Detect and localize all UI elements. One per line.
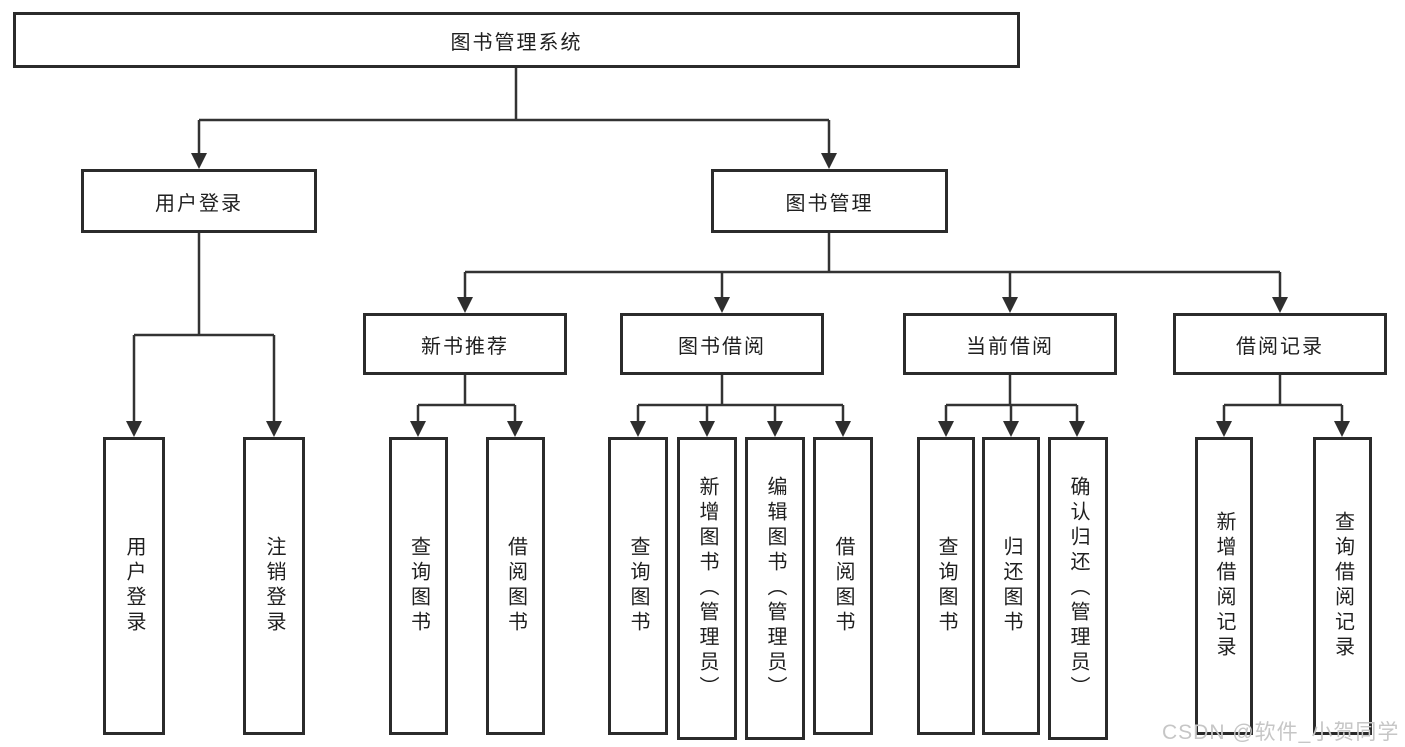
leaf-query-books-borrow: 查询图书 [608,437,668,735]
node-new-book-recommend-label: 新书推荐 [421,335,509,358]
connector-borrow-to-leaves [636,375,845,422]
leaf-query-books-recommend: 查询图书 [389,437,448,735]
arrowhead [1003,421,1019,437]
leaf-borrow-books-label: 借阅图书 [832,536,854,636]
leaf-add-borrow-record: 新增借阅记录 [1195,437,1253,735]
node-current-borrow-label: 当前借阅 [966,335,1054,358]
leaf-user-login-label: 用户登录 [123,536,145,636]
connector-bookmgmt-to-level3 [463,233,1282,298]
leaf-return-books-label: 归还图书 [1000,536,1022,636]
node-book-management: 图书管理 [711,169,948,233]
leaf-borrow-books-recommend-label: 借阅图书 [504,536,527,636]
connector-root-to-level2 [197,68,831,153]
arrowhead [1069,421,1085,437]
leaf-logout-label: 注销登录 [263,536,285,636]
arrowhead [266,421,282,437]
node-current-borrow: 当前借阅 [903,313,1117,375]
arrowhead [630,421,646,437]
arrowhead [1002,297,1018,313]
leaf-query-books-borrow-label: 查询图书 [627,536,649,636]
leaf-add-books-admin: 新增图书（管理员） [677,437,737,740]
leaf-edit-books-admin: 编辑图书（管理员） [745,437,805,740]
connector-records-to-leaves [1222,375,1344,422]
arrowhead [410,421,426,437]
leaf-query-books-current-label: 查询图书 [935,536,957,636]
arrowhead [1216,421,1232,437]
node-book-borrow: 图书借阅 [620,313,824,375]
arrowhead [835,421,851,437]
arrowhead [767,421,783,437]
arrowhead [714,297,730,313]
leaf-borrow-books-recommend: 借阅图书 [486,437,545,735]
arrowhead [457,297,473,313]
leaf-query-books-current: 查询图书 [917,437,975,735]
leaf-add-books-admin-label: 新增图书（管理员） [696,476,718,701]
arrowhead [821,153,837,169]
node-user-login-label: 用户登录 [155,192,243,215]
node-library-system-label: 图书管理系统 [450,31,583,54]
leaf-confirm-return-admin-label: 确认归还（管理员） [1067,476,1089,701]
leaf-add-borrow-record-label: 新增借阅记录 [1213,511,1235,661]
leaf-user-login: 用户登录 [103,437,165,735]
leaf-confirm-return-admin: 确认归还（管理员） [1048,437,1108,740]
leaf-edit-books-admin-label: 编辑图书（管理员） [764,476,786,701]
arrowhead [191,153,207,169]
arrowhead [1272,297,1288,313]
connector-login-to-leaves [132,233,276,422]
node-book-management-label: 图书管理 [785,192,874,215]
arrowhead [699,421,715,437]
leaf-borrow-books: 借阅图书 [813,437,873,735]
leaf-query-borrow-record: 查询借阅记录 [1313,437,1372,735]
node-new-book-recommend: 新书推荐 [363,313,567,375]
leaf-return-books: 归还图书 [982,437,1040,735]
arrowhead [507,421,523,437]
arrowhead [938,421,954,437]
node-book-borrow-label: 图书借阅 [678,335,766,358]
csdn-watermark: CSDN @软件_小贺同学 [1162,721,1400,744]
leaf-query-books-recommend-label: 查询图书 [407,536,430,636]
arrowhead [1334,421,1350,437]
node-library-system: 图书管理系统 [13,12,1020,68]
leaf-logout: 注销登录 [243,437,305,735]
node-borrow-records-label: 借阅记录 [1236,335,1324,358]
arrowhead [126,421,142,437]
leaf-query-borrow-record-label: 查询借阅记录 [1331,511,1354,661]
node-borrow-records: 借阅记录 [1173,313,1387,375]
connector-current-to-leaves [944,375,1079,422]
node-user-login: 用户登录 [81,169,317,233]
connector-newbook-to-leaves [416,375,517,422]
